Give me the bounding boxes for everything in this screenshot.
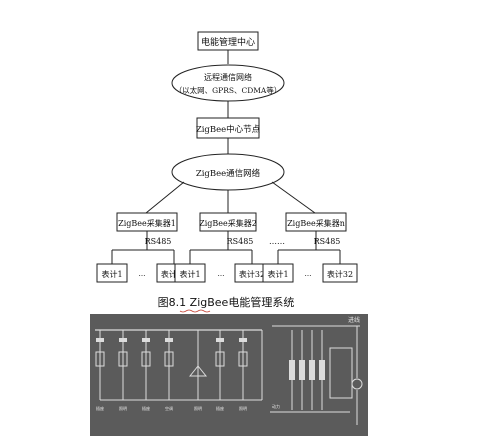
schematic-label-5: 照明 — [194, 406, 202, 411]
collector-1: ZigBee采集器1 RS485 表计1 … 表计32 — [96, 212, 192, 283]
remote-network-label: 远程通信网络 — [204, 72, 252, 82]
schematic-incoming-label: 进线 — [348, 316, 360, 324]
collector-n-meter-first: 表计1 — [267, 269, 288, 279]
management-center-label: 电能管理中心 — [201, 36, 255, 48]
collector-2-meter-gap: … — [218, 270, 225, 278]
collector-n: ZigBee采集器n RS485 表计1 … 表计32 — [262, 212, 358, 283]
collector-1-meter-last: 表计32 — [161, 269, 187, 279]
remote-network-ellipse — [171, 64, 285, 102]
schematic-label-4: 空调 — [165, 405, 173, 411]
remote-network-sublabel: （以太网、GPRS、CDMA等） — [175, 85, 282, 95]
collector-2-meter-last: 表计32 — [239, 269, 265, 279]
schematic-label-3: 插座 — [142, 405, 150, 411]
schematic-label-1: 插座 — [96, 405, 104, 411]
central-node-label: ZigBee中心节点 — [196, 124, 261, 135]
collector-2: ZigBee采集器2 RS485 表计1 … 表计32 — [174, 212, 270, 283]
collector-n-meter-last: 表计32 — [327, 269, 353, 279]
collector-1-meter-first: 表计1 — [101, 269, 122, 279]
schematic-label-7: 照明 — [239, 406, 247, 411]
collector-n-label: ZigBee采集器n — [287, 218, 345, 228]
collector-1-meter-gap: … — [139, 270, 146, 278]
schematic-label-2: 照明 — [119, 406, 127, 411]
zigbee-network-label: ZigBee通信网络 — [196, 168, 261, 179]
collector-1-bus: RS485 — [145, 237, 172, 246]
distribution-schematic: 进线 — [90, 314, 368, 436]
figure-caption: 图8.1 ZigBee电能管理系统 — [158, 295, 295, 309]
collector-2-label: ZigBee采集器2 — [199, 218, 257, 228]
schematic-label-8: 动力 — [272, 403, 280, 409]
collector-gap: …… — [269, 237, 285, 246]
collector-2-meter-first: 表计1 — [179, 269, 200, 279]
collector-1-label: ZigBee采集器1 — [118, 218, 176, 228]
collector-n-meter-gap: … — [305, 270, 312, 278]
collector-2-bus: RS485 — [227, 237, 254, 246]
collector-n-bus: RS485 — [314, 237, 341, 246]
schematic-label-6: 插座 — [216, 405, 224, 411]
